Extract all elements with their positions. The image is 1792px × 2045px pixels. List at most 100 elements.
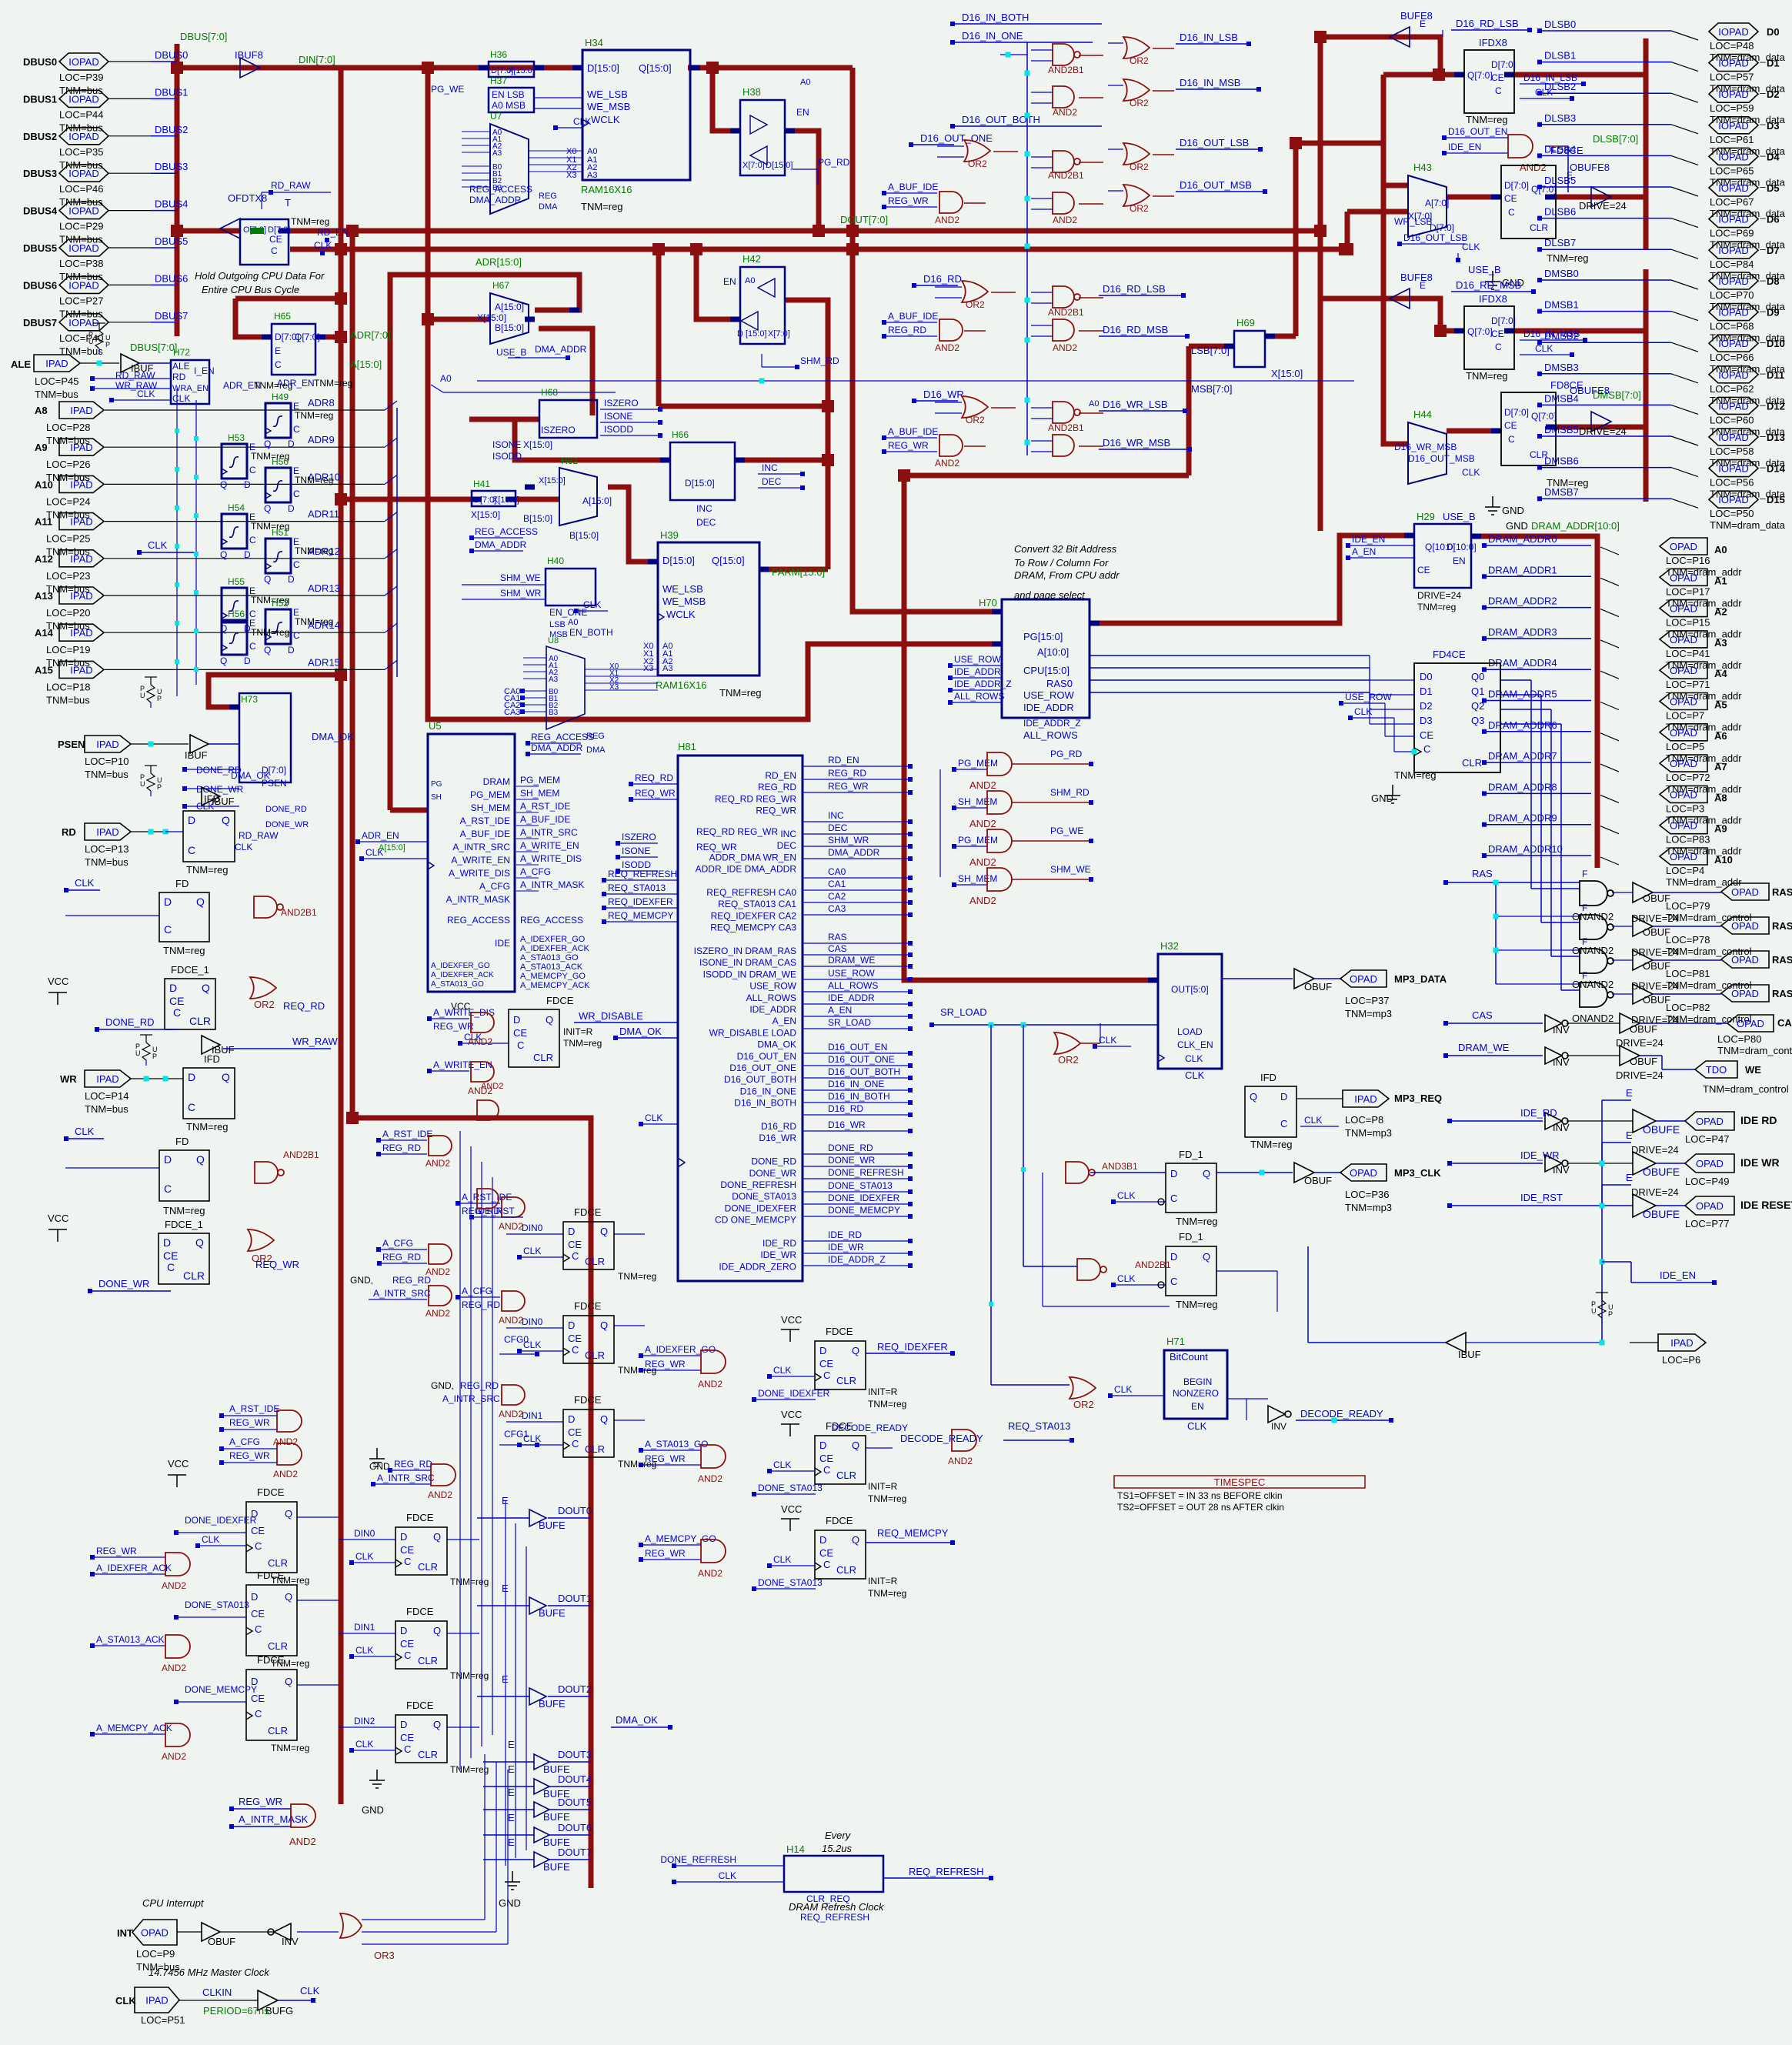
- svg-text:A9: A9: [35, 442, 48, 453]
- svg-text:CE: CE: [163, 1249, 178, 1262]
- svg-text:CE: CE: [568, 1426, 582, 1438]
- svg-text:D0: D0: [1420, 671, 1433, 682]
- svg-text:PG_MEM: PG_MEM: [470, 789, 510, 800]
- svg-text:DONE_RD: DONE_RD: [105, 1016, 155, 1028]
- svg-text:IPAD: IPAD: [96, 1073, 118, 1085]
- svg-text:ADR9: ADR9: [308, 434, 335, 445]
- svg-text:CE: CE: [400, 1732, 414, 1743]
- svg-text:RD_EN: RD_EN: [765, 770, 796, 781]
- svg-text:D16_IN_LSB: D16_IN_LSB: [1523, 72, 1577, 83]
- svg-text:A_WRITE_DIS: A_WRITE_DIS: [449, 868, 510, 879]
- svg-text:CLK: CLK: [148, 539, 168, 551]
- svg-text:BUFE: BUFE: [543, 1788, 570, 1800]
- svg-text:OR2: OR2: [252, 1253, 272, 1264]
- svg-text:LOC=P48: LOC=P48: [1710, 40, 1754, 52]
- svg-text:E: E: [249, 618, 255, 629]
- svg-text:CPU Interrupt: CPU Interrupt: [142, 1897, 205, 1909]
- svg-text:LOC=P23: LOC=P23: [46, 570, 90, 582]
- svg-text:CE: CE: [269, 234, 282, 245]
- svg-text:A_RST_IDE: A_RST_IDE: [460, 816, 510, 826]
- svg-text:CLR: CLR: [1530, 222, 1548, 233]
- svg-text:D[7:0]: D[7:0]: [1430, 222, 1454, 233]
- svg-text:FDCE: FDCE: [826, 1515, 853, 1526]
- svg-text:D: D: [188, 1071, 195, 1083]
- svg-text:IDE_ADDR_Z: IDE_ADDR_Z: [954, 679, 1012, 689]
- svg-text:LOC=P46: LOC=P46: [59, 183, 103, 195]
- svg-text:REG_WR: REG_WR: [229, 1450, 270, 1461]
- svg-text:ADR_EN: ADR_EN: [362, 830, 399, 841]
- svg-text:A_INTR_SRC: A_INTR_SRC: [373, 1288, 431, 1299]
- svg-text:C: C: [404, 1650, 411, 1661]
- svg-text:DBUS4: DBUS4: [155, 198, 188, 210]
- svg-text:DEC: DEC: [762, 476, 782, 487]
- svg-text:D14: D14: [1767, 463, 1786, 475]
- svg-text:D: D: [400, 1531, 407, 1543]
- svg-text:B3: B3: [492, 184, 502, 192]
- svg-text:DIN0: DIN0: [522, 1316, 543, 1327]
- svg-text:D16_OUT_LSB: D16_OUT_LSB: [1403, 232, 1467, 243]
- svg-text:IBUF: IBUF: [185, 749, 208, 761]
- svg-text:PERIOD=67ns: PERIOD=67ns: [203, 2005, 269, 2017]
- svg-text:TNM=bus: TNM=bus: [46, 694, 90, 706]
- svg-text:BUFE: BUFE: [543, 1811, 570, 1823]
- svg-text:H39: H39: [660, 529, 679, 541]
- svg-text:X[15:0]: X[15:0]: [508, 66, 535, 75]
- svg-text:E: E: [508, 1786, 515, 1798]
- svg-text:IOPAD: IOPAD: [1718, 88, 1749, 100]
- svg-text:DMA_ADDR: DMA_ADDR: [469, 195, 522, 205]
- svg-text:OPAD: OPAD: [1696, 1200, 1724, 1212]
- svg-text:H37: H37: [490, 75, 507, 86]
- svg-text:REG: REG: [586, 732, 605, 741]
- svg-text:TNM=dram_control: TNM=dram_control: [1717, 1045, 1792, 1056]
- svg-text:REG_ACCESS: REG_ACCESS: [447, 915, 510, 926]
- svg-text:CLK: CLK: [1462, 242, 1480, 252]
- svg-text:LOC=P7: LOC=P7: [1666, 710, 1704, 722]
- svg-text:REQ_WR: REQ_WR: [635, 788, 676, 799]
- svg-text:D16_WR: D16_WR: [923, 389, 964, 400]
- svg-text:A_CFG: A_CFG: [520, 866, 551, 877]
- svg-text:ISODD: ISODD: [604, 424, 633, 435]
- svg-text:IBUF: IBUF: [212, 796, 235, 807]
- svg-text:ISONE: ISONE: [492, 439, 521, 450]
- svg-text:DOUT7: DOUT7: [558, 1847, 592, 1858]
- svg-text:D: D: [164, 1153, 172, 1166]
- svg-text:Q: Q: [285, 1591, 292, 1603]
- svg-text:DIN2: DIN2: [354, 1716, 375, 1726]
- svg-text:INIT=R: INIT=R: [868, 1481, 898, 1492]
- svg-text:Entire CPU Bus Cycle: Entire CPU Bus Cycle: [202, 284, 299, 295]
- svg-text:DBUS[7:0]: DBUS[7:0]: [180, 31, 227, 42]
- svg-text:TNM=reg: TNM=reg: [450, 1764, 489, 1775]
- svg-text:SR_LOAD: SR_LOAD: [828, 1017, 871, 1028]
- svg-text:TNM=reg: TNM=reg: [581, 201, 623, 212]
- svg-text:A_INTR_SRC: A_INTR_SRC: [452, 842, 510, 852]
- svg-text:A_EN: A_EN: [773, 1016, 796, 1026]
- svg-text:INV: INV: [1553, 1122, 1570, 1133]
- svg-text:DMSB0: DMSB0: [1544, 268, 1579, 279]
- svg-text:FDCE: FDCE: [257, 1486, 285, 1498]
- svg-text:H51: H51: [272, 527, 289, 538]
- svg-text:DRAM_ADDR7: DRAM_ADDR7: [1488, 750, 1557, 762]
- svg-text:LOC=P35: LOC=P35: [59, 146, 103, 158]
- svg-text:D16_OUT_LSB: D16_OUT_LSB: [1180, 137, 1249, 148]
- svg-text:LOC=P80: LOC=P80: [1717, 1033, 1761, 1045]
- svg-text:D[7:0]: D[7:0]: [1491, 59, 1516, 70]
- svg-text:D: D: [288, 645, 295, 656]
- svg-text:MSB: MSB: [549, 630, 568, 639]
- svg-text:CE: CE: [513, 1027, 527, 1039]
- svg-text:REG_ACCESS: REG_ACCESS: [531, 732, 594, 742]
- svg-text:A_MEMCPY_ACK: A_MEMCPY_ACK: [96, 1723, 172, 1733]
- svg-text:D: D: [244, 549, 251, 560]
- svg-text:CD ONE_MEMCPY: CD ONE_MEMCPY: [715, 1215, 796, 1226]
- svg-text:E: E: [293, 607, 299, 618]
- svg-text:P: P: [140, 685, 145, 692]
- svg-text:D16_WR_LSB: D16_WR_LSB: [1103, 399, 1168, 410]
- svg-text:IOPAD: IOPAD: [1718, 432, 1749, 443]
- svg-text:BUFE: BUFE: [539, 1607, 566, 1619]
- svg-text:BUFE: BUFE: [539, 1520, 566, 1531]
- svg-text:REG_WR: REG_WR: [645, 1548, 686, 1559]
- svg-text:Q3: Q3: [1471, 715, 1484, 726]
- svg-text:TNM=reg: TNM=reg: [271, 1575, 309, 1586]
- svg-text:PG_MEM: PG_MEM: [958, 835, 998, 846]
- svg-text:D7: D7: [1767, 245, 1780, 256]
- svg-text:DRAM: DRAM: [483, 776, 510, 787]
